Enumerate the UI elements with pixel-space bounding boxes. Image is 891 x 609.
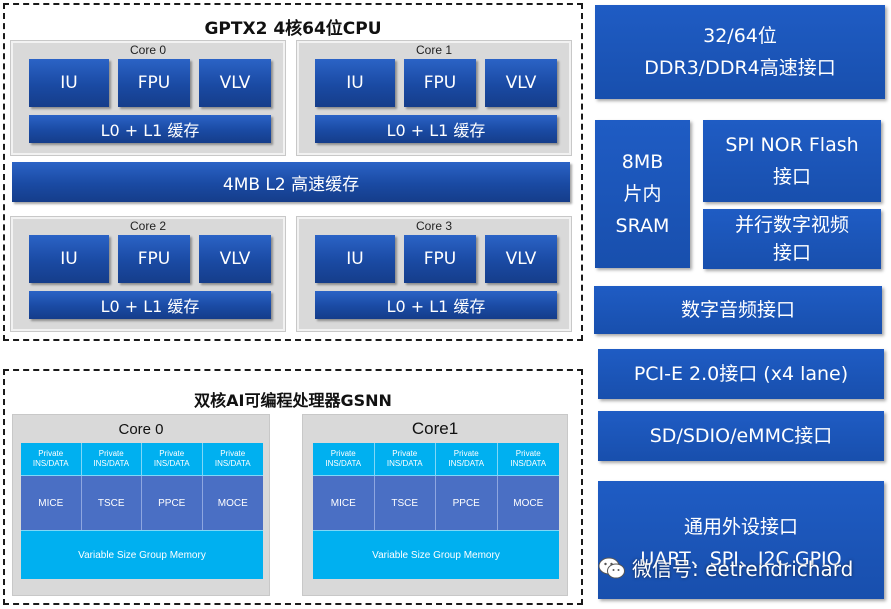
cpu-group: GPTX2 4核64位CPU: [3, 3, 583, 341]
ai-core-1: Core1 Private INS/DATA Private INS/DATA …: [302, 414, 568, 596]
ai-core-grid: Private INS/DATA Private INS/DATA Privat…: [21, 443, 263, 579]
ai-core-grid: Private INS/DATA Private INS/DATA Privat…: [313, 443, 559, 579]
group-memory: Variable Size Group Memory: [313, 530, 559, 579]
l0-l1-cache: L0 + L1 缓存: [315, 291, 557, 319]
cpu-core-0: Core 0 IU FPU VLV L0 + L1 缓存: [10, 40, 286, 156]
ddr-line2: DDR3/DDR4高速接口: [644, 57, 836, 79]
core-label: Core 1: [415, 43, 453, 57]
sram-line2: 片内: [623, 183, 662, 205]
ai-core-label: Core 0: [118, 421, 164, 438]
private-ins-data: Private INS/DATA: [374, 443, 436, 476]
tsce-engine: TSCE: [81, 476, 142, 530]
vlv-unit: VLV: [199, 235, 271, 283]
l0-l1-cache: L0 + L1 缓存: [29, 291, 271, 319]
group-memory: Variable Size Group Memory: [21, 530, 263, 579]
sram-line1: 8MB: [621, 151, 664, 173]
private-ins-data: Private INS/DATA: [21, 443, 82, 476]
ai-core-label: Core1: [411, 419, 459, 438]
spi-line2: 接口: [772, 166, 811, 188]
private-ins-data: Private INS/DATA: [142, 443, 203, 476]
ai-group: 双核AI可编程处理器GSNN: [3, 369, 583, 605]
l0-l1-cache: L0 + L1 缓存: [29, 115, 271, 143]
spi-nor-interface: SPI NOR Flash 接口: [703, 120, 881, 202]
moce-engine: MOCE: [497, 476, 559, 530]
mice-engine: MICE: [313, 476, 375, 530]
vlv-unit: VLV: [199, 59, 271, 107]
video-line2: 接口: [772, 242, 811, 264]
fpu-unit: FPU: [118, 235, 190, 283]
tsce-engine: TSCE: [374, 476, 436, 530]
cpu-core-2: Core 2 IU FPU VLV L0 + L1 缓存: [10, 216, 286, 332]
moce-engine: MOCE: [202, 476, 263, 530]
core-label: Core 3: [415, 219, 453, 233]
audio-interface: 数字音频接口: [594, 286, 882, 334]
private-ins-data: Private INS/DATA: [436, 443, 498, 476]
wechat-icon: [598, 557, 625, 578]
ppce-engine: PPCE: [436, 476, 498, 530]
l0-l1-cache: L0 + L1 缓存: [315, 115, 557, 143]
watermark: 微信号: eetrendrichard: [598, 553, 853, 582]
mice-engine: MICE: [21, 476, 82, 530]
ppce-engine: PPCE: [142, 476, 203, 530]
iu-unit: IU: [29, 235, 109, 283]
sd-interface: SD/SDIO/eMMC接口: [598, 411, 884, 461]
periph-line1: 通用外设接口: [683, 516, 798, 538]
ai-core-0: Core 0 Private INS/DATA Private INS/DATA…: [12, 414, 270, 596]
private-ins-data: Private INS/DATA: [497, 443, 559, 476]
vlv-unit: VLV: [485, 59, 557, 107]
ddr-line1: 32/64位: [703, 25, 777, 47]
sram-line3: SRAM: [615, 215, 670, 237]
fpu-unit: FPU: [118, 59, 190, 107]
private-ins-data: Private INS/DATA: [81, 443, 142, 476]
pcie-interface: PCI-E 2.0接口 (x4 lane): [598, 349, 884, 399]
ai-title: 双核AI可编程处理器GSNN: [194, 391, 392, 410]
cpu-title: GPTX2 4核64位CPU: [204, 19, 382, 39]
fpu-unit: FPU: [404, 59, 476, 107]
iu-unit: IU: [315, 235, 395, 283]
video-line1: 并行数字视频: [734, 214, 849, 236]
video-interface: 并行数字视频 接口: [703, 209, 881, 269]
cpu-core-1: Core 1 IU FPU VLV L0 + L1 缓存: [296, 40, 572, 156]
core-label: Core 2: [129, 219, 167, 233]
spi-line1: SPI NOR Flash: [725, 134, 859, 156]
iu-unit: IU: [315, 59, 395, 107]
private-ins-data: Private INS/DATA: [202, 443, 263, 476]
ddr-interface: 32/64位 DDR3/DDR4高速接口: [595, 5, 885, 99]
vlv-unit: VLV: [485, 235, 557, 283]
l2-cache: 4MB L2 高速缓存: [12, 162, 570, 202]
core-label: Core 0: [129, 43, 167, 57]
periph-line2: UART、SPI、I2C GPIO: [640, 548, 842, 570]
fpu-unit: FPU: [404, 235, 476, 283]
iu-unit: IU: [29, 59, 109, 107]
watermark-text: 微信号: eetrendrichard: [632, 557, 854, 581]
peripheral-interface: 通用外设接口 UART、SPI、I2C GPIO: [598, 481, 884, 599]
cpu-core-3: Core 3 IU FPU VLV L0 + L1 缓存: [296, 216, 572, 332]
sram-block: 8MB 片内 SRAM: [595, 120, 690, 268]
private-ins-data: Private INS/DATA: [313, 443, 375, 476]
